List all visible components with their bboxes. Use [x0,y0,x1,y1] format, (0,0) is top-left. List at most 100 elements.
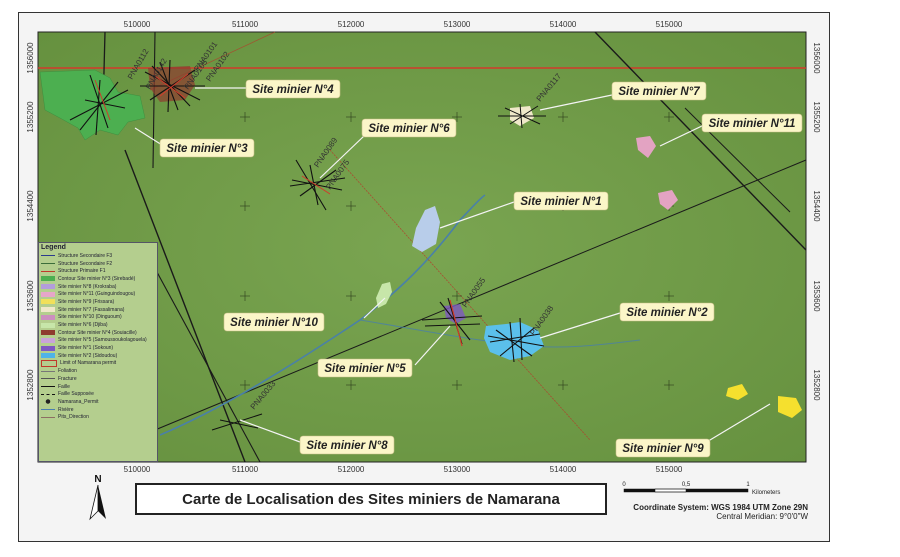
legend-item: Limit of Namarana permit [39,359,157,368]
legend-symbol [41,330,55,336]
legend-label: Site minier N°1 (Sokoun) [58,345,114,352]
legend-item: Site minier N°10 (Dinguoum) [39,314,157,322]
legend-label: Site minier N°2 (Sidoudou) [58,352,118,359]
legend-item: Site minier N°7 (Fassalimana) [39,306,157,314]
axis-label-x: 511000 [232,20,259,29]
legend-label: Fracture [58,375,77,382]
legend-item: Foliation [39,367,157,375]
axis-label-x: 512000 [338,20,365,29]
legend-symbol [41,378,55,380]
legend-item: Structure Primaire F1 [39,267,157,275]
site-label-text: Site minier N°6 [368,123,450,135]
coordinate-system-line1: Coordinate System: WGS 1984 UTM Zone 29N [633,503,808,512]
axis-label-x: 510000 [124,20,151,29]
legend-item: Contour Site minier N°3 (Sirebadé) [39,275,157,283]
site-label-text: Site minier N°11 [709,118,796,130]
axis-label-x: 515000 [656,465,683,474]
legend-label: Namarana_Permit [58,398,99,405]
axis-label-x: 513000 [444,20,471,29]
axis-label-y: 1355200 [812,101,821,133]
leader-lines [134,87,771,447]
north-label: N [94,474,101,485]
site-label-text: Site minier N°8 [306,440,388,452]
coordinate-system: Coordinate System: WGS 1984 UTM Zone 29N… [608,503,808,521]
scale-tick-label: 0,5 [682,482,691,488]
site-label-text: Site minier N°4 [252,84,334,96]
axis-label-y: 1356000 [26,42,35,74]
axis-label-y: 1352800 [26,369,35,401]
axis-label-x: 514000 [550,465,577,474]
legend-symbol [41,263,55,265]
legend-item: Site minier N°9 (Frissara) [39,298,157,306]
drillhole-cluster-site6-red [301,175,331,195]
site-label-group: Site minier N°4 Site minier N°7 Site min… [159,79,803,458]
legend-label: Foliation [58,368,77,375]
site-label-2: Site minier N°2 [619,302,715,322]
legend-symbol [41,386,55,388]
legend-item: Structure Secondaire F2 [39,260,157,268]
site-11-polygon-a [636,136,656,158]
drillhole-cluster-site6 [289,159,346,211]
fault-line [152,31,156,169]
legend-symbol [41,345,55,351]
legend-label: Site minier N°6 (Djiba) [58,322,108,329]
legend-symbol [41,307,55,313]
legend-item: Site minier N°8 (Krokraba) [39,283,157,291]
legend-symbol [41,393,55,395]
site-label-text: Site minier N°9 [622,443,704,455]
axis-label-y: 1352800 [812,369,821,401]
axis-label-y: 1353600 [26,280,35,312]
axis-label-x: 514000 [550,20,577,29]
scale-tick-label: 0 [622,482,626,488]
site-label-text: Site minier N°10 [230,317,318,329]
legend-label: Pits_Direction [58,414,89,421]
legend-symbol [41,255,55,257]
axis-label-x: 511000 [232,465,259,474]
legend-label: Site minier N°8 (Krokraba) [58,283,117,290]
legend-symbol [41,299,55,305]
axis-top-labels: 510000 511000 512000 513000 514000 51500… [124,20,683,29]
site-label-1: Site minier N°1 [513,191,609,211]
legend-label: Faille Supposée [58,391,94,398]
site-1-polygon [412,206,440,252]
legend-symbol [41,409,55,411]
scale-bar: 0 0,5 1 Kilometers [622,482,780,496]
site-9-polygon-b [778,396,802,418]
axis-label-y: 1354400 [812,190,821,222]
drillhole-cluster-site2 [487,317,545,363]
axis-bottom-labels: 510000 511000 512000 513000 514000 51500… [124,465,683,474]
site-label-text: Site minier N°5 [324,363,406,375]
primary-structure-line-2 [329,149,591,441]
legend-item: Site minier N°11 (Guinguindougou) [39,290,157,298]
coordinate-system-line2: Central Meridian: 9°0'0"W [716,512,808,521]
axis-label-y: 1355200 [26,101,35,133]
legend-symbol [41,337,55,343]
north-arrow-icon: N [89,474,106,521]
site-label-4: Site minier N°4 [245,79,341,99]
legend-symbol [41,416,55,418]
scale-tick-label: 1 [746,482,750,488]
legend-label: Contour Site minier N°4 (Souiacille) [58,329,137,336]
fault-line [144,249,261,463]
legend-item: Fracture [39,375,157,383]
legend-symbol [41,353,55,359]
legend-label: Structure Primaire F1 [58,268,106,275]
site-label-9: Site minier N°9 [615,438,711,458]
drillhole-cluster-site3 [69,74,129,136]
site-10-polygon [376,282,392,308]
legend-label: Contour Site minier N°3 (Sirebadé) [58,275,136,282]
legend-symbol [41,314,55,320]
drillhole-cluster-site8 [211,413,263,431]
legend-item: Site minier N°5 (Samoussoukolagouela) [39,337,157,345]
site-11-polygon-b [658,190,678,210]
site-label-6: Site minier N°6 [361,118,457,138]
drillhole-cluster-site7 [498,103,546,129]
legend-label: Limit of Namarana permit [60,360,117,367]
legend-label: Site minier N°5 (Samoussoukolagouela) [58,337,147,344]
legend-symbol [41,276,55,282]
site-label-text: Site minier N°2 [626,307,708,319]
legend-symbol [41,370,55,372]
